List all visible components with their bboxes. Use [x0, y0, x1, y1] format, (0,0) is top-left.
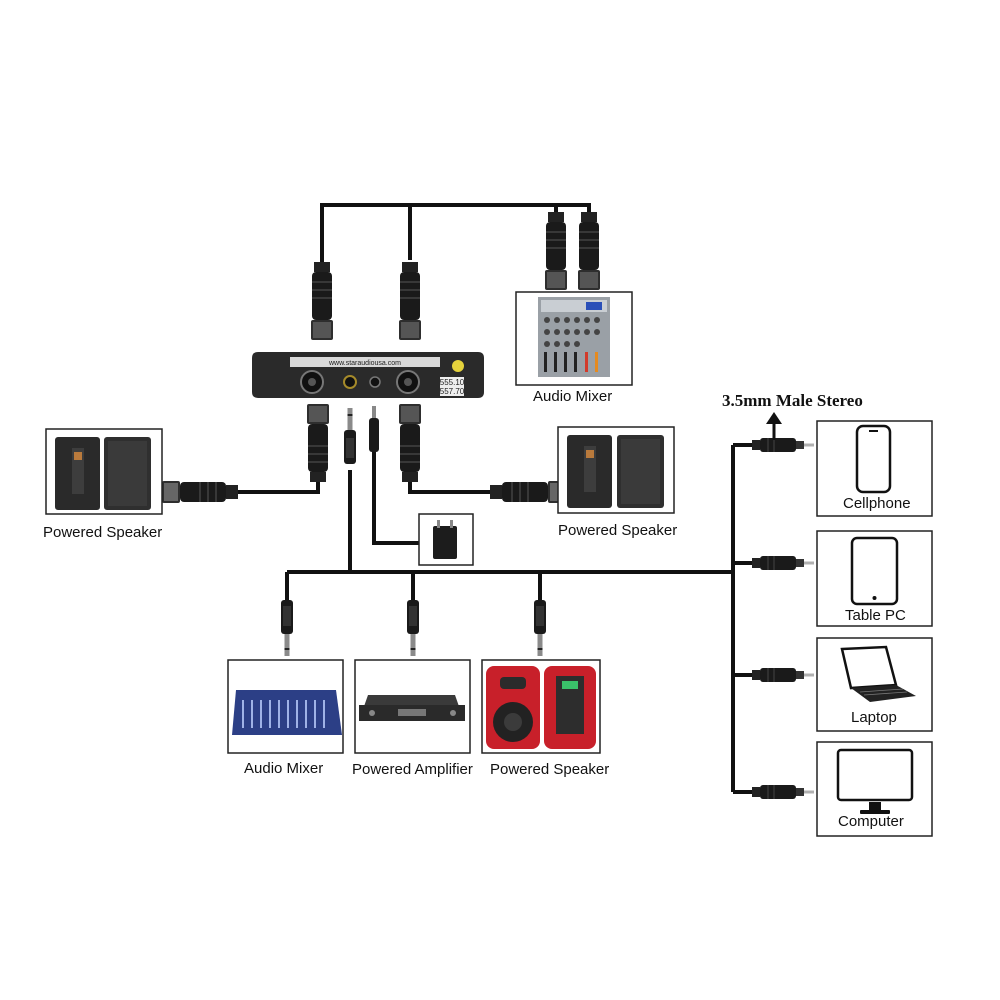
tablet-icon	[850, 536, 899, 606]
xlr-connector-speaker-right	[489, 480, 567, 504]
mini-jack-cellphone	[751, 437, 815, 453]
cellphone-box	[816, 420, 933, 517]
label-audio-mixer-top: Audio Mixer	[533, 388, 613, 405]
speaker-right-image	[567, 435, 664, 508]
label-computer: Computer	[838, 813, 904, 830]
mini-jack-laptop	[751, 667, 815, 683]
label-tablet: Table PC	[845, 607, 906, 624]
label-powered-amplifier: Powered Amplifier	[352, 761, 473, 778]
laptop-icon	[840, 645, 916, 702]
xlr-connector-out-left	[306, 403, 330, 483]
powered-amplifier-image	[359, 695, 465, 721]
mini-jack-computer	[751, 784, 815, 800]
receiver-url: www.staraudiousa.com	[328, 360, 401, 367]
computer-icon	[836, 748, 914, 814]
receiver-freq-2: 557.70	[440, 387, 465, 396]
receiver-freq-1: 555.10	[440, 378, 465, 387]
xlr-connector-top-left	[310, 261, 334, 341]
label-audio-mixer-bottom: Audio Mixer	[244, 760, 324, 777]
speaker-bottom-image	[486, 666, 596, 749]
jack-connector-amplifier	[407, 600, 419, 656]
audio-mixer-top-image	[538, 297, 610, 377]
label-laptop: Laptop	[851, 709, 897, 726]
cable-power	[372, 450, 420, 545]
audio-mixer-bottom-image	[232, 690, 342, 735]
arrow-up-icon	[766, 412, 782, 440]
jack-connector-receiver	[344, 408, 356, 464]
laptop-box	[816, 637, 933, 732]
label-powered-speaker-left: Powered Speaker	[43, 524, 163, 541]
jack-connector-audio-mixer	[281, 600, 293, 656]
dc-plug	[369, 406, 379, 452]
wireless-receiver: www.staraudiousa.com 555.10 557.70	[252, 352, 484, 398]
mini-jack-tablet	[751, 555, 815, 571]
xlr-connector-speaker-left	[161, 480, 239, 504]
speaker-left-image	[55, 437, 151, 510]
xlr-connector-mixer-left	[544, 211, 568, 291]
jack-connector-speaker	[534, 600, 546, 656]
cable-left-speaker	[238, 475, 320, 494]
label-stereo-header: 3.5mm Male Stereo	[722, 391, 863, 410]
xlr-connector-out-right	[398, 403, 422, 483]
power-adapter-image	[433, 520, 457, 559]
tablet-box	[816, 530, 933, 627]
label-powered-speaker-bottom: Powered Speaker	[490, 761, 610, 778]
xlr-connector-mixer-right	[577, 211, 601, 291]
cellphone-icon	[855, 424, 892, 494]
xlr-connector-top-mid	[398, 261, 422, 341]
cable-right-speaker	[408, 475, 490, 494]
label-cellphone: Cellphone	[843, 495, 911, 512]
label-powered-speaker-right: Powered Speaker	[558, 522, 678, 539]
